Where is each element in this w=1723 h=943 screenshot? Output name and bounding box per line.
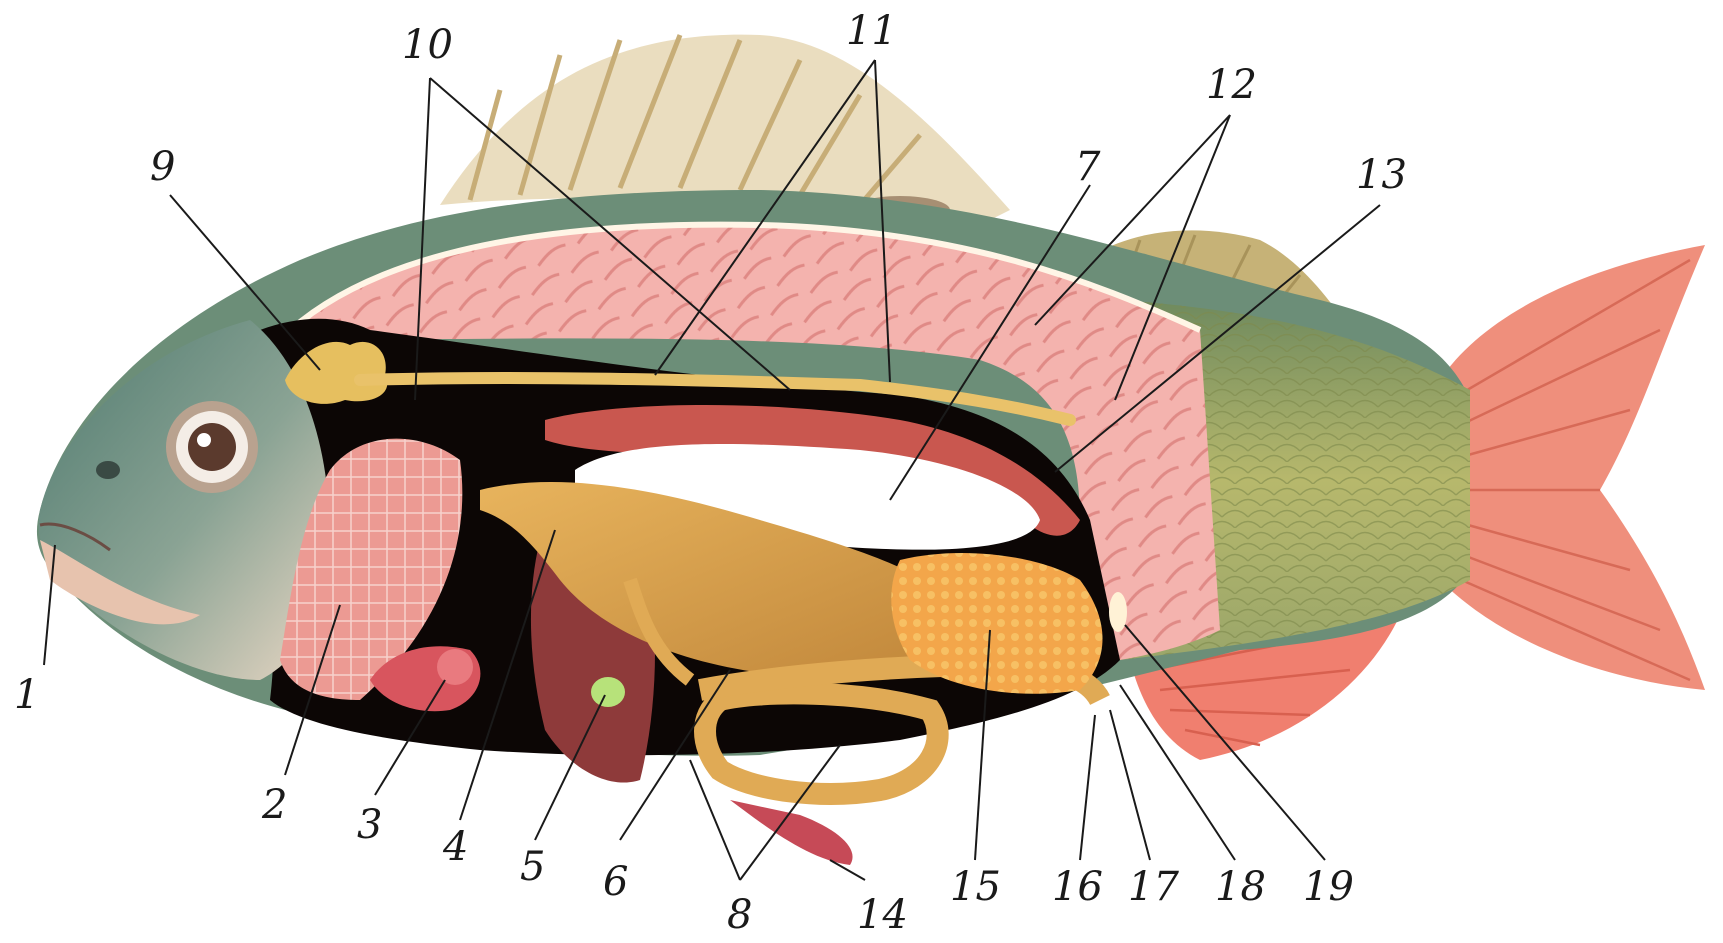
- gall-bladder: [591, 677, 625, 707]
- label-11: 11: [846, 8, 897, 54]
- label-12: 12: [1206, 62, 1257, 108]
- label-19: 19: [1303, 864, 1354, 910]
- label-10: 10: [402, 22, 453, 68]
- urinary-bladder: [1109, 592, 1127, 632]
- leader-17: [1110, 710, 1150, 860]
- label-9: 9: [150, 144, 175, 190]
- label-4: 4: [442, 824, 468, 870]
- leader-16: [1080, 715, 1095, 860]
- label-15: 15: [950, 864, 1001, 910]
- label-7: 7: [1075, 144, 1101, 190]
- label-5: 5: [520, 844, 545, 890]
- label-16: 16: [1052, 864, 1103, 910]
- label-14: 14: [857, 892, 908, 938]
- tail-fin: [1440, 245, 1705, 690]
- label-8: 8: [727, 892, 752, 938]
- label-13: 13: [1356, 152, 1407, 198]
- label-1: 1: [14, 672, 39, 718]
- nostril: [96, 461, 120, 479]
- label-18: 18: [1215, 864, 1266, 910]
- label-2: 2: [261, 782, 287, 828]
- label-6: 6: [603, 859, 628, 905]
- label-17: 17: [1128, 864, 1179, 910]
- eye: [166, 401, 258, 493]
- label-3: 3: [357, 802, 382, 848]
